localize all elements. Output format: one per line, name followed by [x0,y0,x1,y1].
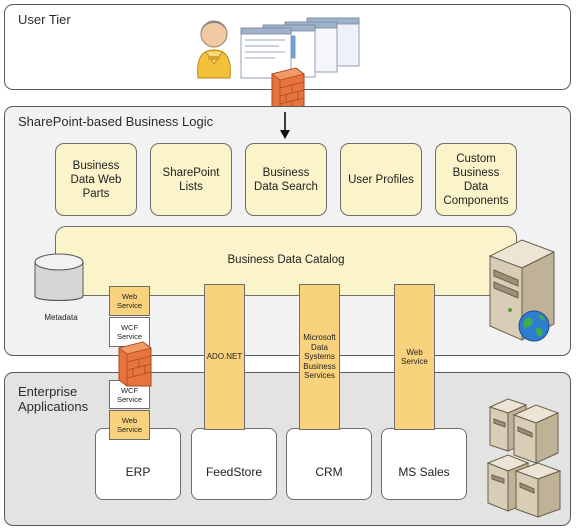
arrow-down-icon [280,112,290,139]
business-logic-tier-label: SharePoint-based Business Logic [18,114,214,129]
enterprise-applications-tier-label: Enterprise Applications [18,384,89,414]
custom-business-data-components: Custom Business Data Components [435,143,517,216]
web-service-bottom: Web Service [109,410,150,440]
erp-system: ERP [95,428,181,500]
business-data-catalog-label: Business Data Catalog [227,254,345,266]
sharepoint-lists: SharePoint Lists [150,143,232,216]
browser-windows-icon [240,17,360,79]
database-icon [34,253,84,301]
adonet-connector: ADO.NET [204,284,245,430]
user-profiles: User Profiles [340,143,422,216]
feedstore-system: FeedStore [191,428,277,500]
crm-system: CRM [286,428,372,500]
microsoft-data-systems-business-services-connector: Microsoft Data Systems Business Services [299,284,340,430]
ms-sales-system: MS Sales [381,428,467,500]
server-icon [488,239,556,341]
user-icon [197,20,231,79]
server-cluster-icon [486,398,562,518]
ms-sales-web-service-connector: Web Service [394,284,435,430]
business-data-web-parts: Business Data Web Parts [55,143,137,216]
web-service-top: Web Service [109,286,150,316]
firewall-icon [118,341,152,387]
globe-icon [518,310,550,342]
user-tier-label: User Tier [18,12,71,27]
business-data-catalog [55,226,517,296]
business-data-search: Business Data Search [245,143,327,216]
metadata-label: Metadata [44,313,78,322]
